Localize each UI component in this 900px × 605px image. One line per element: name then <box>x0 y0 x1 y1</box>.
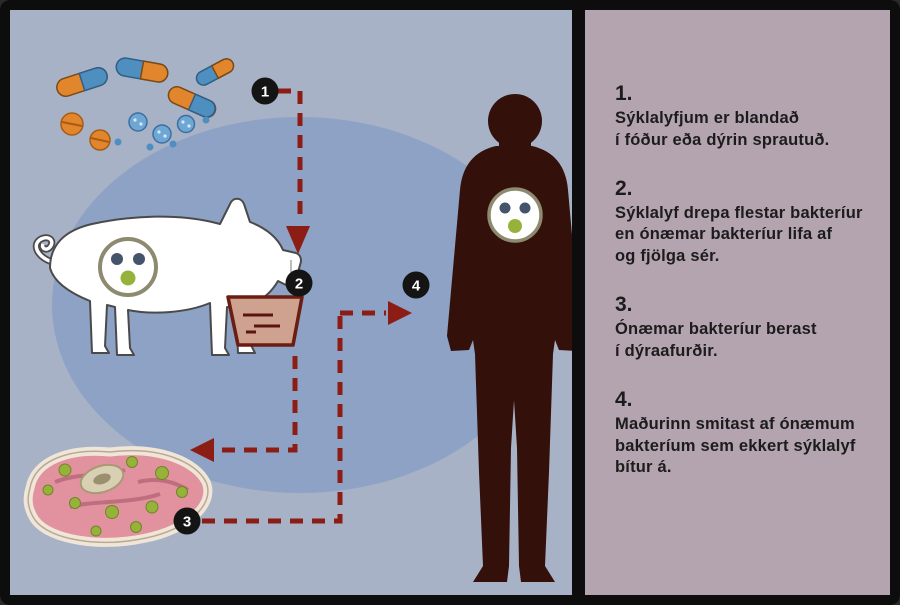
step-number: 3. <box>615 293 633 317</box>
resistant-bacteria-dot <box>120 270 136 286</box>
tablet-icon <box>152 124 172 144</box>
step-badge-3-label: 3 <box>183 514 191 531</box>
step-badge-4: 4 <box>402 271 430 299</box>
antibiotic-pills-icon <box>56 57 235 151</box>
step-number: 1. <box>615 82 633 105</box>
step-badge-4-label: 4 <box>412 278 421 295</box>
mini-pill-icon <box>114 138 122 146</box>
meat-icon <box>23 446 213 547</box>
capsule-icon <box>115 57 169 83</box>
step-number: 2. <box>615 176 633 200</box>
feed-trough-icon <box>226 295 304 347</box>
capsule-icon <box>56 66 108 98</box>
bacteria-icon-human <box>487 187 543 243</box>
tablet-icon <box>89 129 111 151</box>
bacteria-dot <box>499 202 511 214</box>
step-number: 4. <box>615 387 633 411</box>
connector-meat-to-human <box>202 315 343 524</box>
connector-pills-to-pig <box>278 88 303 222</box>
step-badge-2-label: 2 <box>295 276 303 293</box>
step-badge-3: 3 <box>173 507 201 535</box>
illustration-panel: 1 2 3 4 <box>10 10 572 595</box>
arrow-heads <box>190 226 412 462</box>
capsule-icon <box>195 58 235 86</box>
diagram-canvas: 1 2 3 4 <box>23 57 572 582</box>
legend-step-3: 3. Ónæmar bakteríur berast í dýraafurðir… <box>615 293 868 363</box>
bacteria-dot <box>111 253 123 265</box>
bacteria-dot <box>519 202 531 214</box>
bacteria-dots-on-meat <box>42 456 188 537</box>
step-badge-1-label: 1 <box>261 84 269 101</box>
tablet-icon <box>176 114 196 134</box>
step-text: Maðurinn smitast af ónæmum bakteríum sem… <box>615 414 856 477</box>
arrow-right-icon <box>388 301 412 325</box>
legend-step-2: 2. Sýklalyf drepa flestar bakteríur en ó… <box>615 177 868 268</box>
resistant-bacteria-dot <box>508 219 522 233</box>
legend-step-4: 4. Maðurinn smitast af ónæmum bakteríum … <box>615 388 868 479</box>
arrow-left-icon <box>190 438 214 462</box>
connector-trough-to-meat <box>216 356 298 453</box>
legend-step-1: 1. Sýklalyfjum er blandað í fóður eða dý… <box>615 82 868 152</box>
human-icon <box>447 94 572 582</box>
step-badge-1: 1 <box>251 77 279 105</box>
tablet-icon <box>60 112 84 136</box>
mini-pill-icon <box>169 140 177 148</box>
bacteria-dot <box>133 253 145 265</box>
bone-icon <box>79 463 125 495</box>
step-text: Ónæmar bakteríur berast í dýraafurðir. <box>615 320 817 360</box>
legend-panel: 1. Sýklalyfjum er blandað í fóður eða dý… <box>585 10 890 595</box>
pig-tail <box>34 235 54 264</box>
mini-pill-icon <box>146 143 154 151</box>
step-text: Sýklalyf drepa flestar bakteríur en ónæm… <box>615 203 863 266</box>
step-badge-2: 2 <box>285 269 313 297</box>
bacteria-icon-pig <box>98 237 158 297</box>
arrow-down-icon <box>286 226 310 254</box>
step-text: Sýklalyfjum er blandað í fóður eða dýrin… <box>615 109 830 149</box>
capsule-icon <box>167 86 217 118</box>
tablet-icon <box>128 112 148 132</box>
mini-pill-icon <box>202 116 210 124</box>
